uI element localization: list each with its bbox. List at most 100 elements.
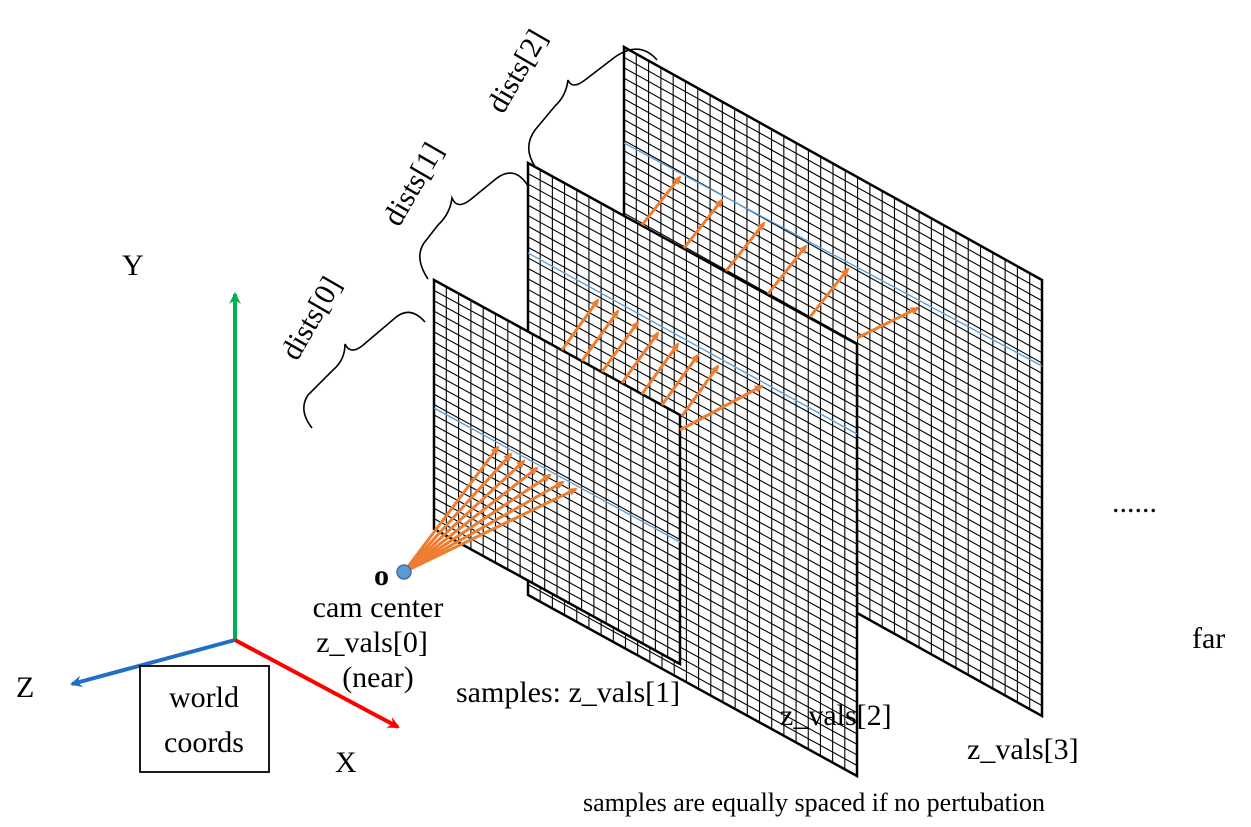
camera-ray-fan xyxy=(402,445,578,574)
plane-2-label: z_vals[2] xyxy=(780,699,892,732)
grid-row-line xyxy=(433,466,681,603)
grid-row-line xyxy=(623,150,1043,385)
grid-row-line xyxy=(527,246,858,429)
rays-plane-1-to-2 xyxy=(560,298,764,432)
grid-row-line xyxy=(433,487,681,623)
grid-row-line xyxy=(623,202,1043,437)
grid-row-line xyxy=(527,278,858,461)
rays-plane-2-to-3 xyxy=(640,175,920,340)
grid-row-line xyxy=(623,160,1043,395)
brace-dists-1 xyxy=(419,172,529,280)
grid-row-line xyxy=(527,299,858,482)
grid-row-line xyxy=(527,225,858,408)
grid-row-line xyxy=(527,320,858,503)
grid-row-line xyxy=(527,183,858,366)
ray-arrow xyxy=(403,466,539,574)
world-axes: Y Z X world coords xyxy=(16,249,400,779)
ray-arrow xyxy=(766,244,808,295)
grid-row-line xyxy=(433,289,681,426)
grid-row-line xyxy=(623,77,1043,312)
grid-row-line xyxy=(433,352,681,489)
plane-1-label: samples: z_vals[1] xyxy=(456,676,680,709)
camera-center-label: cam center xyxy=(313,591,444,624)
grid-row-line xyxy=(623,129,1043,364)
grid-row-line xyxy=(433,476,681,613)
plane-3-sample-row xyxy=(623,142,1043,367)
y-axis-label: Y xyxy=(122,249,144,282)
ray-arrow xyxy=(600,320,640,373)
grid-row-line xyxy=(623,88,1043,323)
grid-row-line xyxy=(527,204,858,387)
plane-1-grid xyxy=(433,286,681,658)
plane-3-label: z_vals[3] xyxy=(967,733,1079,766)
ray-arrow xyxy=(403,473,552,574)
plane-2-sample-row xyxy=(527,252,858,435)
grid-row-line xyxy=(527,257,858,440)
ray-arrow xyxy=(640,175,682,226)
ray-arrow xyxy=(403,487,578,574)
grid-row-line xyxy=(433,404,681,540)
ellipsis-label: ...... xyxy=(1112,486,1157,519)
grid-row-line xyxy=(433,310,681,447)
grid-row-line xyxy=(623,181,1043,416)
camera-center-dot xyxy=(396,564,412,580)
ray-arrow xyxy=(580,309,620,362)
grid-row-line xyxy=(623,56,1043,291)
grid-row-line xyxy=(433,445,681,582)
world-coords-label-line1: world xyxy=(169,681,239,714)
ray-arrow xyxy=(402,452,513,574)
ray-arrow xyxy=(402,459,526,574)
grid-row-line xyxy=(527,215,858,398)
ray-arrow xyxy=(680,364,720,417)
dists-1-label: dists[1] xyxy=(376,137,450,231)
x-axis-label: X xyxy=(335,746,357,779)
dists-0-label: dists[0] xyxy=(274,271,348,365)
grid-row-line xyxy=(433,497,681,634)
grid-row-line xyxy=(433,372,681,509)
camera-z-vals-0-label: z_vals[0] xyxy=(316,626,428,659)
grid-row-line xyxy=(433,341,681,478)
grid-row-line xyxy=(433,393,681,530)
ray-arrow xyxy=(682,198,724,249)
grid-row-line xyxy=(433,331,681,468)
z-axis-arrow xyxy=(70,638,236,688)
grid-row-line xyxy=(433,321,681,457)
ray-arrow xyxy=(808,267,850,318)
camera-origin-label: o xyxy=(374,559,389,592)
grid-row-line xyxy=(433,362,681,499)
dists-2-label: dists[2] xyxy=(480,24,554,118)
grid-row-line xyxy=(623,119,1043,354)
world-coords-label-line2: coords xyxy=(164,726,244,759)
ray-arrow xyxy=(403,480,565,574)
z-axis-label: Z xyxy=(16,671,34,704)
grid-row-line xyxy=(527,236,858,419)
world-coords-box xyxy=(139,665,270,773)
grid-row-line xyxy=(527,194,858,377)
grid-row-line xyxy=(527,583,858,766)
ray-arrow xyxy=(560,298,600,351)
grid-row-line xyxy=(623,191,1043,426)
grid-row-line xyxy=(433,424,681,561)
ray-arrow xyxy=(402,445,500,573)
grid-row-line xyxy=(433,300,681,437)
ray-arrow xyxy=(640,342,680,395)
footer-note: samples are equally spaced if no pertuba… xyxy=(583,788,1045,817)
grid-row-line xyxy=(623,98,1043,333)
grid-row-line xyxy=(433,518,681,655)
x-axis-arrow xyxy=(234,638,400,729)
plane-1-sample-row xyxy=(433,407,681,543)
sample-plane-1 xyxy=(432,277,682,667)
brace-dists-0 xyxy=(303,311,426,429)
grid-row-line xyxy=(433,435,681,572)
grid-row-line xyxy=(623,67,1043,302)
grid-row-line xyxy=(623,139,1043,374)
far-label: far xyxy=(1192,622,1225,655)
brace-dists-2 xyxy=(527,48,658,169)
ray-arrow xyxy=(620,331,660,384)
grid-row-line xyxy=(623,108,1043,343)
ray-arrow xyxy=(679,384,764,432)
ray-arrow xyxy=(724,221,766,272)
grid-row-line xyxy=(527,173,858,356)
ray-arrow xyxy=(660,353,700,406)
